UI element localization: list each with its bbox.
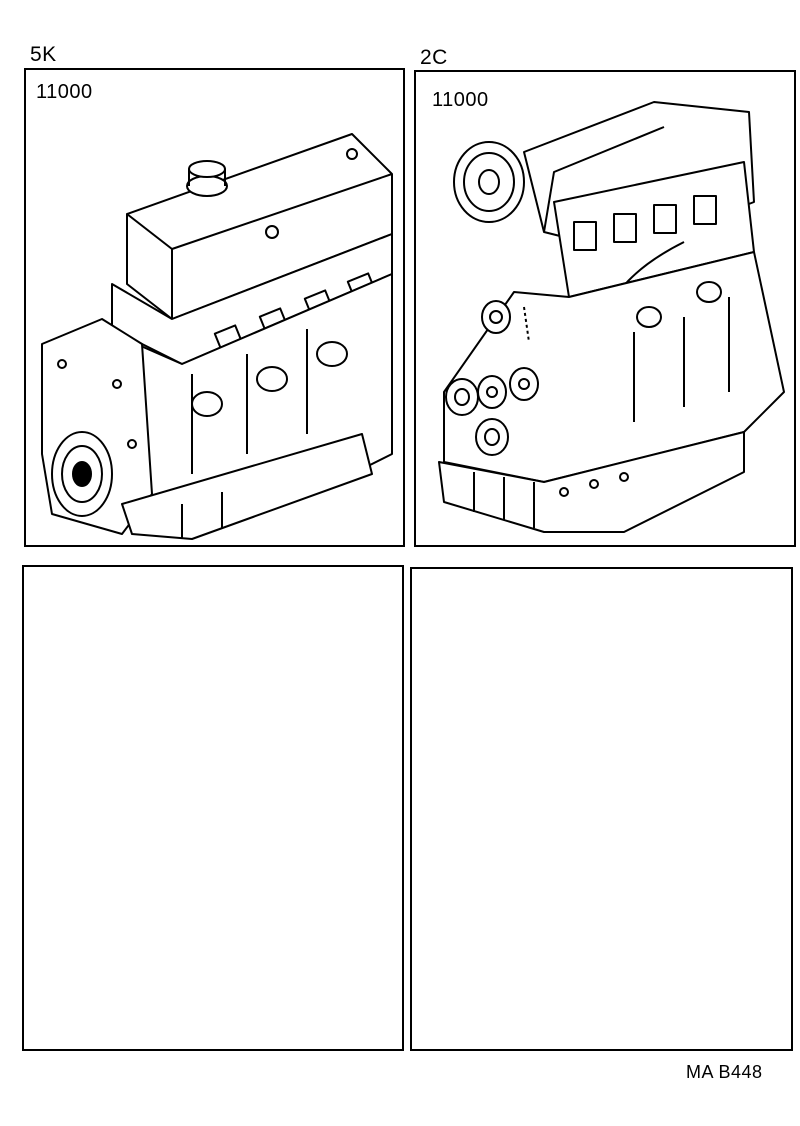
part-number: 11000 <box>432 89 489 111</box>
panel-5k: 11000 <box>24 68 405 547</box>
engine-label-5k: 5K <box>30 43 57 66</box>
figure-code: MA B448 <box>686 1062 763 1082</box>
engine-5k-illustration <box>32 114 402 544</box>
engine-label-2c: 2C <box>420 46 448 69</box>
panel-2c: 11000 <box>414 70 796 547</box>
panel-empty-left <box>22 565 404 1051</box>
engine-2c-illustration <box>424 92 792 537</box>
part-number: 11000 <box>36 81 93 103</box>
panel-empty-right <box>410 567 793 1051</box>
